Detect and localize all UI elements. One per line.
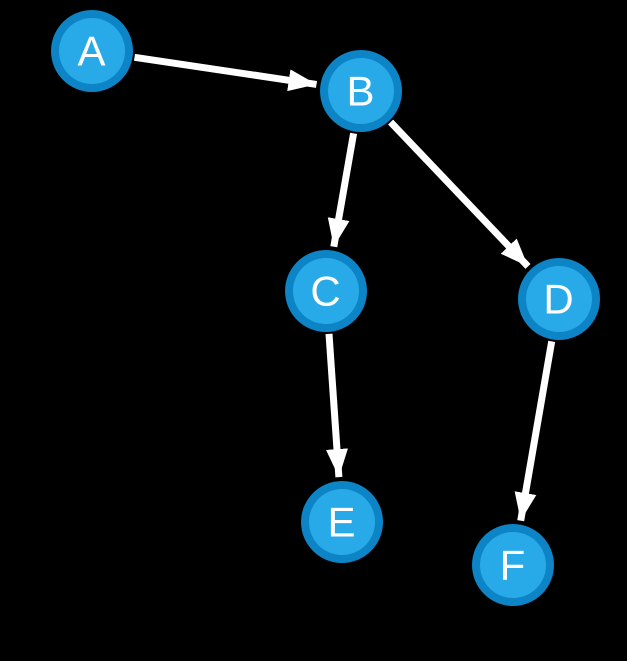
node-fill <box>293 258 359 324</box>
node-E[interactable]: E <box>301 481 383 563</box>
nodes-layer: A B C D E F <box>51 10 600 606</box>
node-D[interactable]: D <box>518 258 600 340</box>
node-A[interactable]: A <box>51 10 133 92</box>
node-label: A <box>77 28 106 75</box>
node-fill <box>526 266 592 332</box>
node-fill <box>328 58 394 124</box>
edge-A-B <box>133 53 318 92</box>
node-label: B <box>346 68 375 115</box>
edge-D-F <box>514 340 556 522</box>
node-label: C <box>310 268 341 315</box>
node-fill <box>59 18 125 84</box>
edges-layer <box>133 53 556 522</box>
edge-B-C <box>327 132 358 248</box>
edge-C-E <box>325 333 348 478</box>
node-label: D <box>543 276 574 323</box>
node-F[interactable]: F <box>472 524 554 606</box>
node-label: E <box>327 499 356 546</box>
node-label: F <box>500 542 527 589</box>
node-C[interactable]: C <box>285 250 367 332</box>
node-fill <box>309 489 375 555</box>
edge-B-D <box>388 119 531 269</box>
node-B[interactable]: B <box>320 50 402 132</box>
node-fill <box>480 532 546 598</box>
